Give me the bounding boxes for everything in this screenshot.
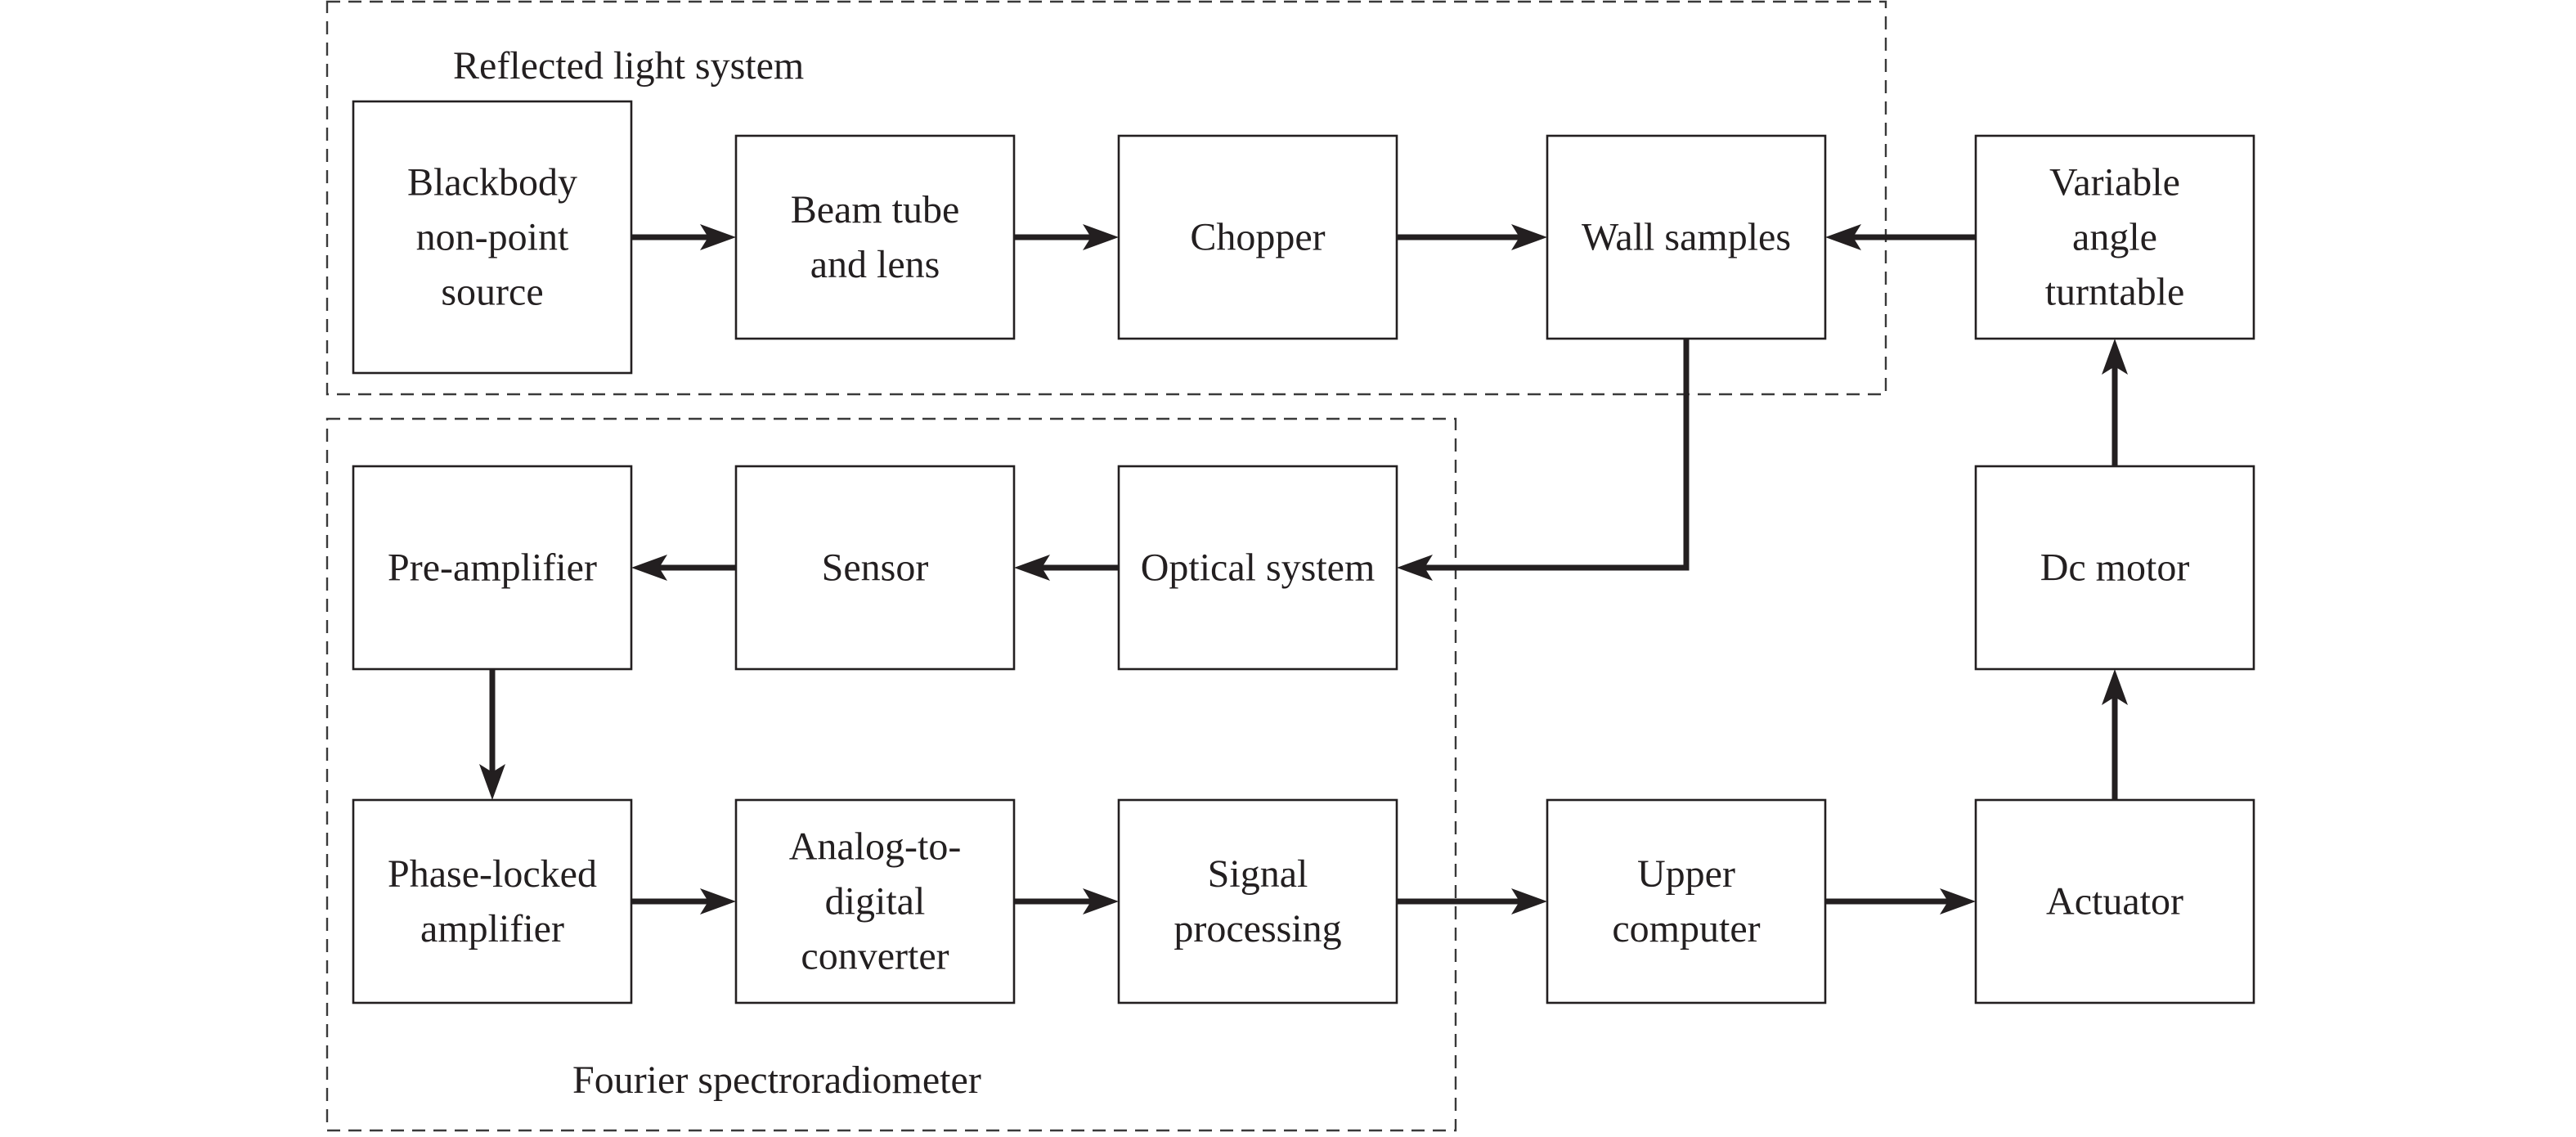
reflected-light-system-frame bbox=[325, 0, 1887, 396]
optical-system-block-label-line-1: Optical system bbox=[1141, 546, 1376, 590]
analog-to-digital-converter-block: Analog-to-digital converter bbox=[734, 798, 1016, 1004]
wall-samples-block-label-line-1: Wall samples bbox=[1582, 216, 1791, 259]
optical-system-block-border bbox=[1117, 465, 1398, 671]
upper-computer-block-border bbox=[1546, 798, 1827, 1004]
fourier-spectroradiometer-frame bbox=[325, 417, 1457, 1132]
arrow-chopper-to-wall-samples-head bbox=[1511, 224, 1547, 250]
blackbody-source-block: Blackbody non-point source bbox=[352, 100, 633, 375]
arrow-pre-amplifier-to-phase-locked-head bbox=[479, 764, 505, 800]
phase-locked-amplifier-block-label-line-1: Phase-locked bbox=[388, 852, 597, 896]
arrow-adc-to-signal-processing bbox=[1014, 888, 1119, 915]
variable-angle-turntable-block: Variable angle turntable bbox=[1974, 134, 2255, 340]
arrow-wall-samples-to-optical-system bbox=[1397, 339, 1690, 581]
arrow-beam-tube-to-chopper-head bbox=[1083, 224, 1119, 250]
arrow-wall-samples-to-optical-system-head bbox=[1397, 555, 1433, 581]
blackbody-source-block-label-line-3: source bbox=[441, 271, 543, 314]
signal-processing-block: Signal processing bbox=[1117, 798, 1398, 1004]
actuator-block-label-line-1: Actuator bbox=[2046, 880, 2183, 924]
upper-computer-block: Upper computer bbox=[1546, 798, 1827, 1004]
arrow-beam-tube-to-chopper bbox=[1014, 224, 1119, 250]
blackbody-source-block-label-line-2: non-point bbox=[416, 216, 569, 259]
arrow-adc-to-signal-processing-head bbox=[1083, 888, 1119, 915]
beam-tube-and-lens-block-label-line-2: and lens bbox=[810, 243, 940, 286]
blackbody-source-block-label-line-1: Blackbody bbox=[407, 161, 577, 204]
variable-angle-turntable-block-label-line-2: angle bbox=[2072, 216, 2157, 259]
arrow-sensor-to-pre-amplifier-head bbox=[631, 555, 667, 581]
beam-tube-and-lens-block-border bbox=[734, 134, 1016, 340]
dc-motor-block-border bbox=[1974, 465, 2255, 671]
dc-motor-block: Dc motor bbox=[1974, 465, 2255, 671]
arrow-signal-processing-to-upper-computer bbox=[1397, 888, 1547, 915]
analog-to-digital-converter-block-label-line-2: digital bbox=[825, 880, 926, 924]
phase-locked-amplifier-block-border bbox=[352, 798, 633, 1004]
analog-to-digital-converter-block-label-line-1: Analog-to- bbox=[789, 825, 962, 869]
variable-angle-turntable-block-label-line-3: turntable bbox=[2045, 271, 2185, 314]
arrow-actuator-to-dc-motor-head bbox=[2102, 669, 2128, 705]
arrow-dc-motor-to-turntable bbox=[2102, 339, 2128, 466]
wall-samples-block: Wall samples bbox=[1546, 134, 1827, 340]
arrow-wall-samples-to-optical-system-shaft bbox=[1425, 339, 1690, 571]
arrow-pre-amplifier-to-phase-locked bbox=[479, 669, 505, 800]
sensor-block-border bbox=[734, 465, 1016, 671]
arrow-blackbody-to-beam-tube bbox=[631, 224, 736, 250]
fourier-spectroradiometer-label: Fourier spectroradiometer bbox=[572, 1058, 981, 1102]
arrow-upper-computer-to-actuator-head bbox=[1940, 888, 1976, 915]
beam-tube-and-lens-block-label-line-1: Beam tube bbox=[791, 188, 960, 231]
variable-angle-turntable-block-label-line-1: Variable bbox=[2049, 161, 2180, 204]
arrow-chopper-to-wall-samples bbox=[1397, 224, 1547, 250]
signal-processing-block-label-line-2: processing bbox=[1174, 907, 1341, 950]
arrow-dc-motor-to-turntable-head bbox=[2102, 339, 2128, 375]
arrow-upper-computer-to-actuator bbox=[1825, 888, 1976, 915]
upper-computer-block-label-line-2: computer bbox=[1612, 907, 1760, 950]
upper-computer-block-label-line-1: Upper bbox=[1637, 852, 1735, 896]
chopper-block-label-line-1: Chopper bbox=[1190, 216, 1325, 259]
dc-motor-block-label-line-1: Dc motor bbox=[2040, 546, 2190, 590]
pre-amplifier-block: Pre-amplifier bbox=[352, 465, 633, 671]
phase-locked-amplifier-block-label-line-2: amplifier bbox=[420, 907, 564, 950]
sensor-block: Sensor bbox=[734, 465, 1016, 671]
arrows-layer bbox=[479, 224, 2128, 915]
analog-to-digital-converter-block-border bbox=[734, 798, 1016, 1004]
arrow-turntable-to-wall-samples bbox=[1825, 224, 1976, 250]
actuator-block-border bbox=[1974, 798, 2255, 1004]
signal-processing-block-border bbox=[1117, 798, 1398, 1004]
actuator-block: Actuator bbox=[1974, 798, 2255, 1004]
arrow-optical-system-to-sensor-head bbox=[1014, 555, 1050, 581]
arrow-signal-processing-to-upper-computer-head bbox=[1511, 888, 1547, 915]
pre-amplifier-block-label-line-1: Pre-amplifier bbox=[388, 546, 597, 590]
blackbody-source-block-border bbox=[352, 100, 633, 375]
blocks-layer: Blackbody non-point source Beam tube and len… bbox=[352, 100, 2255, 1004]
variable-angle-turntable-block-border bbox=[1974, 134, 2255, 340]
pre-amplifier-block-border bbox=[352, 465, 633, 671]
reflected-light-system-label: Reflected light system bbox=[453, 44, 804, 88]
arrow-phase-locked-to-adc-head bbox=[700, 888, 736, 915]
arrow-sensor-to-pre-amplifier bbox=[631, 555, 736, 581]
signal-processing-block-label-line-1: Signal bbox=[1208, 852, 1308, 896]
sensor-block-label-line-1: Sensor bbox=[822, 546, 929, 590]
phase-locked-amplifier-block: Phase-locked amplifier bbox=[352, 798, 633, 1004]
arrow-turntable-to-wall-samples-head bbox=[1825, 224, 1861, 250]
arrow-actuator-to-dc-motor bbox=[2102, 669, 2128, 800]
arrow-blackbody-to-beam-tube-head bbox=[700, 224, 736, 250]
optical-system-block: Optical system bbox=[1117, 465, 1398, 671]
beam-tube-and-lens-block: Beam tube and lens bbox=[734, 134, 1016, 340]
chopper-block: Chopper bbox=[1117, 134, 1398, 340]
analog-to-digital-converter-block-label-line-3: converter bbox=[801, 935, 949, 978]
arrow-phase-locked-to-adc bbox=[631, 888, 736, 915]
arrow-optical-system-to-sensor bbox=[1014, 555, 1119, 581]
